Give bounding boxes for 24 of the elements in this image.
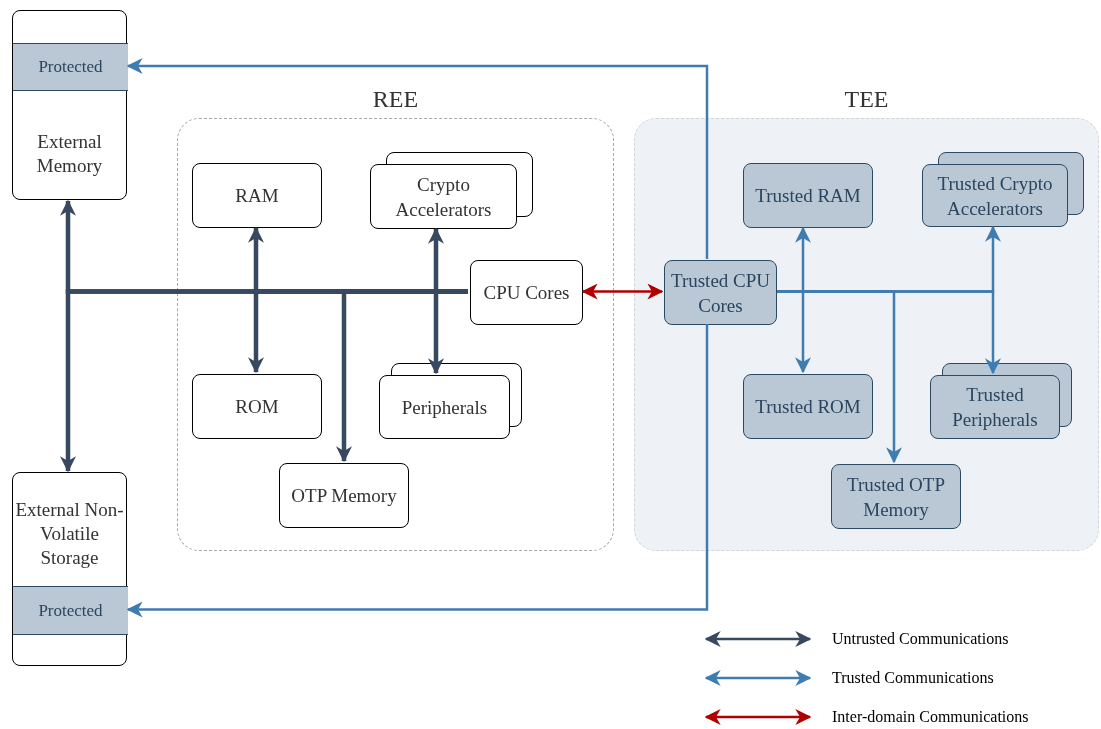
component-box: CPU Cores xyxy=(470,260,583,325)
legend-label: Untrusted Communications xyxy=(832,629,1009,649)
memory-box xyxy=(12,472,127,666)
component-box: RAM xyxy=(192,163,322,228)
connector-arrow xyxy=(581,283,664,300)
protected-band: Protected xyxy=(13,586,128,635)
connector-arrow xyxy=(126,58,709,259)
component-box: Trusted RAM xyxy=(743,163,873,228)
legend-label: Inter-domain Communications xyxy=(832,707,1029,727)
component-box: OTP Memory xyxy=(279,463,409,528)
connector-arrow xyxy=(428,289,468,375)
legend-label: Trusted Communications xyxy=(832,668,994,688)
connector-arrow xyxy=(777,290,1001,375)
memory-label: External Memory xyxy=(35,129,104,178)
component-box: ROM xyxy=(192,374,322,439)
protected-band: Protected xyxy=(13,43,128,91)
connector-arrow xyxy=(126,324,709,618)
component-box: Trusted CPU Cores xyxy=(664,260,777,325)
domain-heading: REE xyxy=(371,85,420,114)
component-box: Trusted ROM xyxy=(743,374,873,439)
domain-heading: TEE xyxy=(843,85,890,114)
memory-box xyxy=(12,10,127,200)
component-box: Trusted OTP Memory xyxy=(831,464,961,529)
memory-label: External Non-Volatile Storage xyxy=(14,497,125,570)
